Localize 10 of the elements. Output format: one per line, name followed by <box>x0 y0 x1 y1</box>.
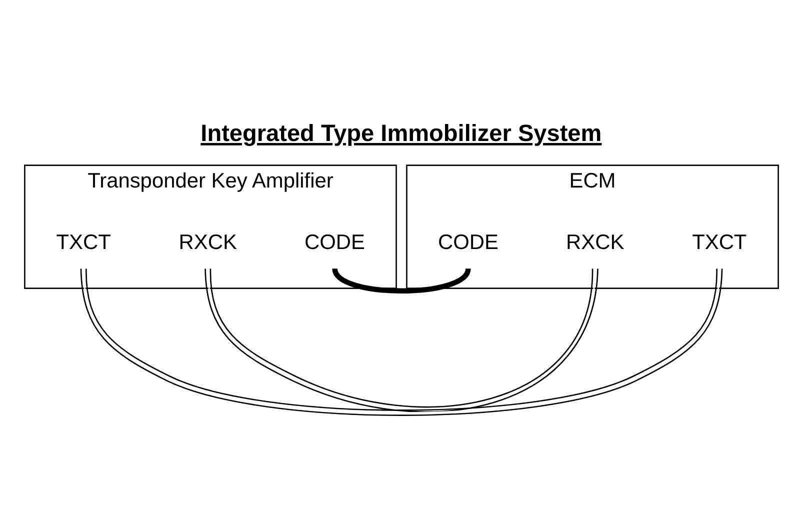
connector <box>332 267 471 293</box>
node-text: TXCT <box>56 230 111 254</box>
node-text: RXCK <box>566 230 624 254</box>
diagram-title: Integrated Type Immobilizer System <box>200 119 602 146</box>
node-text: CODE <box>438 230 498 254</box>
connector <box>204 268 598 412</box>
node-text: TXCT <box>692 230 747 254</box>
node-text: CODE <box>304 230 366 254</box>
node-text: RXCK <box>178 230 237 254</box>
connector <box>80 268 723 416</box>
